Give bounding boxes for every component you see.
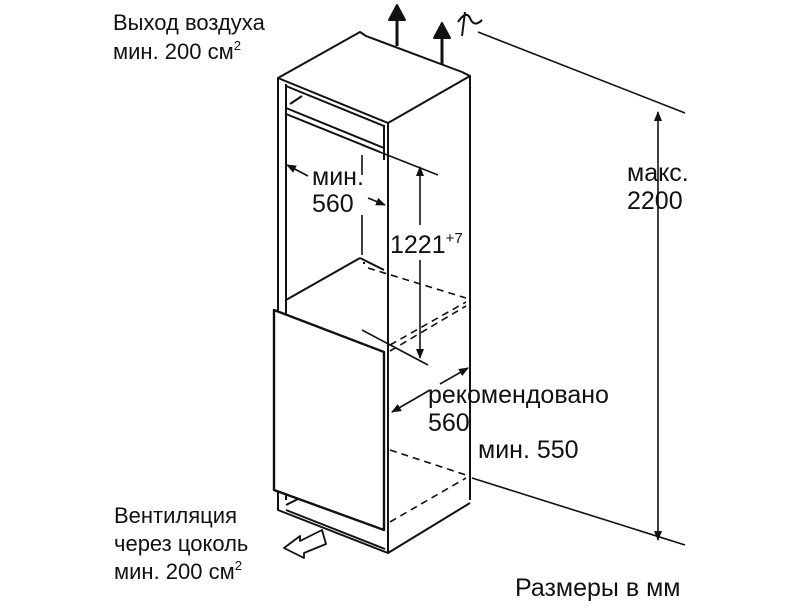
recommended-depth-label: рекомендовано	[428, 381, 609, 409]
appliance-door	[272, 308, 386, 532]
depth-dimension	[391, 365, 471, 413]
recommended-depth-value: 560	[428, 409, 470, 437]
max-height-value: 2200	[627, 187, 683, 215]
appliance-height-dimension	[361, 144, 439, 366]
air-outlet-arrows	[388, 4, 451, 64]
break-symbol-icon	[457, 11, 483, 37]
air-outlet-label: Выход воздуха	[113, 10, 265, 35]
max-height-label: макс.	[627, 159, 689, 187]
ventilation-via-plinth: через цоколь	[114, 531, 249, 556]
niche-width-arrows	[286, 164, 386, 206]
ventilation-arrow-icon	[283, 529, 327, 559]
units-note: Размеры в мм	[515, 574, 681, 602]
appliance-height-label: 1221+7	[390, 230, 463, 259]
ventilation-label: Вентиляция	[114, 503, 237, 528]
niche-width-value: 560	[312, 190, 354, 218]
ventilation-min-area: мин. 200 см2	[114, 558, 243, 584]
max-height-dimension	[471, 31, 686, 546]
niche-width-label: мин.	[312, 163, 364, 191]
min-depth-label: мин. 550	[478, 436, 579, 464]
air-outlet-min-area: мин. 200 см2	[113, 38, 242, 64]
hidden-edges	[367, 267, 467, 523]
